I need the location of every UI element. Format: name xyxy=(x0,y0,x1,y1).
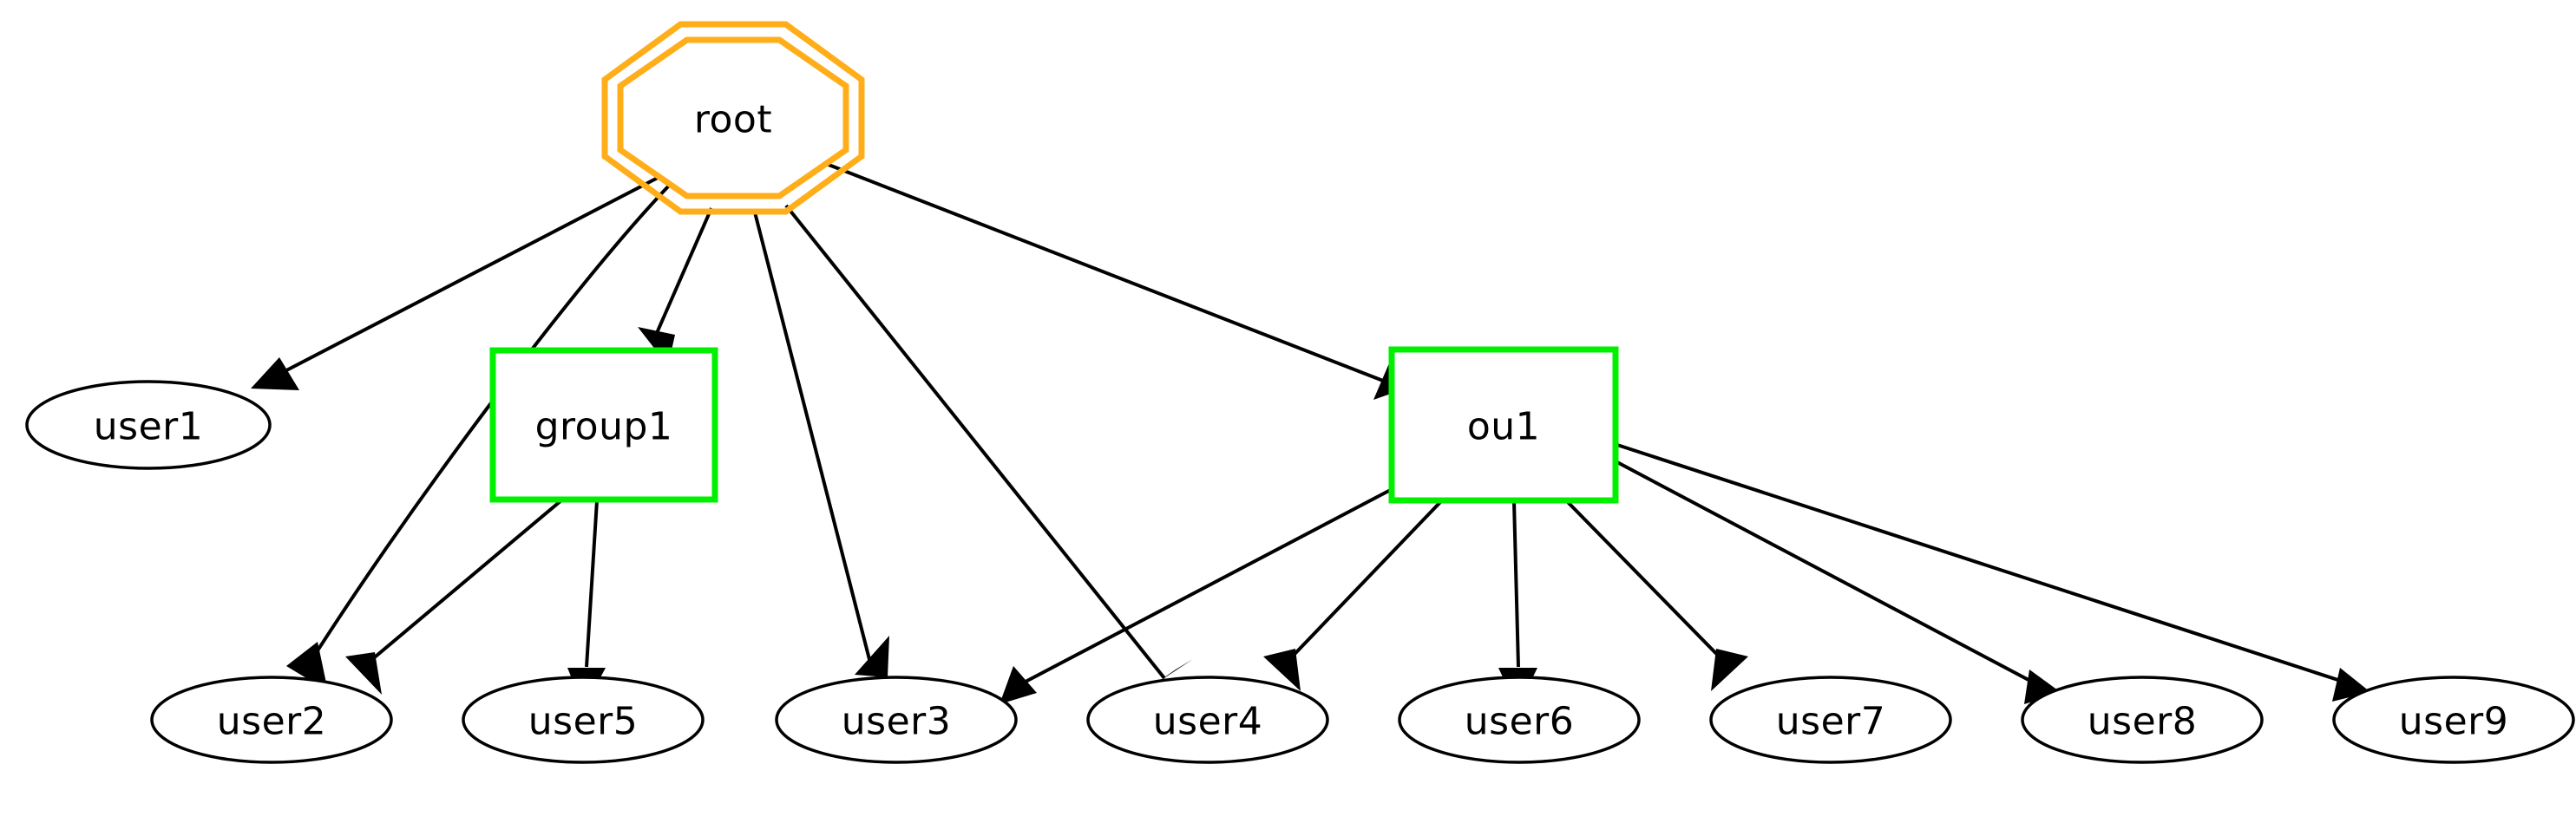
arrowhead-icon xyxy=(286,642,328,691)
node-label-root: root xyxy=(694,98,772,142)
edge-line xyxy=(269,176,659,381)
edge-line xyxy=(1616,443,2355,687)
node-shape-octagon-inner[interactable] xyxy=(617,36,849,199)
arrowhead-icon xyxy=(345,652,382,695)
arrowhead-icon xyxy=(855,636,889,677)
arrowhead-icon xyxy=(1000,666,1037,704)
edge-line xyxy=(784,204,1166,680)
node-user9[interactable]: user9 xyxy=(2332,676,2575,764)
edge-ou1-to-user7 xyxy=(1565,500,1748,691)
node-shape-box[interactable] xyxy=(1388,346,1619,504)
node-shape-ellipse[interactable] xyxy=(1086,676,1329,764)
node-user2[interactable]: user2 xyxy=(150,676,393,764)
node-group1[interactable]: group1 xyxy=(489,347,718,503)
node-shape-ellipse[interactable] xyxy=(2021,676,2264,764)
node-ou1[interactable]: ou1 xyxy=(1388,346,1619,504)
edge-ou1-to-user8 xyxy=(1616,460,2061,704)
arrowhead-icon xyxy=(1263,649,1301,691)
node-shape-ellipse[interactable] xyxy=(1398,676,1641,764)
edge-line xyxy=(1616,460,2044,689)
edge-ou1-to-user4 xyxy=(1263,500,1443,691)
edge-line xyxy=(655,207,713,334)
edge-line xyxy=(585,500,599,668)
edge-root-to-user2 xyxy=(286,183,672,691)
edge-line xyxy=(301,183,672,676)
node-shape-ellipse[interactable] xyxy=(2332,676,2575,764)
node-user8[interactable]: user8 xyxy=(2021,676,2264,764)
node-shape-octagon-outer[interactable] xyxy=(601,21,865,215)
edge-group1-to-user2 xyxy=(345,499,563,695)
edge-line xyxy=(1025,484,1399,683)
node-shape-ellipse[interactable] xyxy=(775,676,1018,764)
node-shape-ellipse[interactable] xyxy=(150,676,393,764)
nodes-layer: root user1 group1 ou1 user2 user5 user3 user4 us… xyxy=(25,21,2575,764)
node-shape-ellipse[interactable] xyxy=(25,380,272,470)
node-user4[interactable]: user4 xyxy=(1086,676,1329,764)
edge-line xyxy=(1512,500,1520,668)
node-shape-box[interactable] xyxy=(489,347,718,503)
edge-line xyxy=(358,499,563,671)
node-user3[interactable]: user3 xyxy=(775,676,1018,764)
node-user1[interactable]: user1 xyxy=(25,380,272,470)
arrowhead-icon xyxy=(1711,649,1748,691)
node-user6[interactable]: user6 xyxy=(1398,676,1641,764)
node-root[interactable]: root xyxy=(601,21,865,215)
node-shape-ellipse[interactable] xyxy=(1709,676,1952,764)
edge-line xyxy=(752,208,874,670)
node-user5[interactable]: user5 xyxy=(462,676,705,764)
edge-root-to-user4 xyxy=(784,204,1193,688)
edge-ou1-to-user3 xyxy=(1000,484,1399,704)
node-shape-ellipse[interactable] xyxy=(462,676,705,764)
edge-line xyxy=(823,161,1384,382)
edge-line xyxy=(1565,500,1734,671)
edge-line xyxy=(1278,500,1443,671)
edge-root-to-user1 xyxy=(251,176,659,390)
edge-root-to-user3 xyxy=(752,208,889,677)
edge-root-to-group1 xyxy=(638,207,713,366)
node-user7[interactable]: user7 xyxy=(1709,676,1952,764)
arrowhead-icon xyxy=(251,357,299,390)
